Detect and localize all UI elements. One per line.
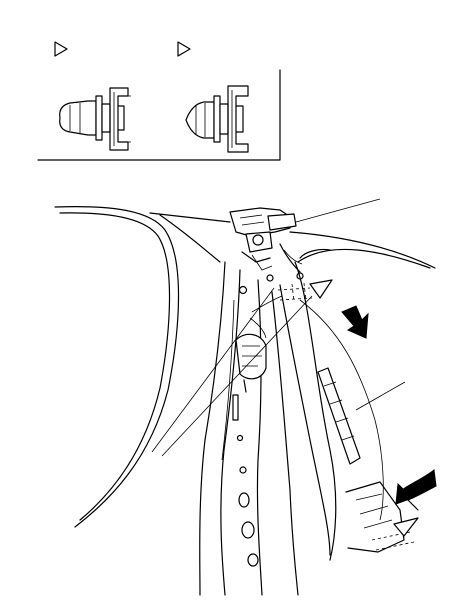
seat-belt-retractor (235, 295, 283, 393)
upper-bracket (229, 207, 303, 273)
door-opening-outer (289, 231, 436, 269)
inset-marker-a-triangle-icon (54, 41, 68, 57)
inset-frame (37, 69, 281, 161)
roof-inner-curve (59, 212, 171, 521)
roof-outer-curve (54, 206, 180, 528)
pillar-trim-outer-edge (294, 261, 337, 561)
inset-marker-b-triangle-icon (177, 41, 191, 57)
clip-a-before-icon (59, 87, 131, 151)
trim-vent-slots (317, 367, 361, 465)
filled-arrow-icon (341, 305, 369, 339)
door-opening-inner (297, 248, 431, 269)
lower-marker-triangle-icon (393, 517, 419, 537)
leader-lines (151, 198, 406, 457)
clip-b-after-icon (185, 85, 249, 153)
pillar-illustration (54, 206, 436, 596)
clip-detail-inset (37, 41, 281, 161)
pillar-trim-inner-edge (279, 284, 331, 556)
upper-marker-triangle-icon (309, 279, 333, 299)
